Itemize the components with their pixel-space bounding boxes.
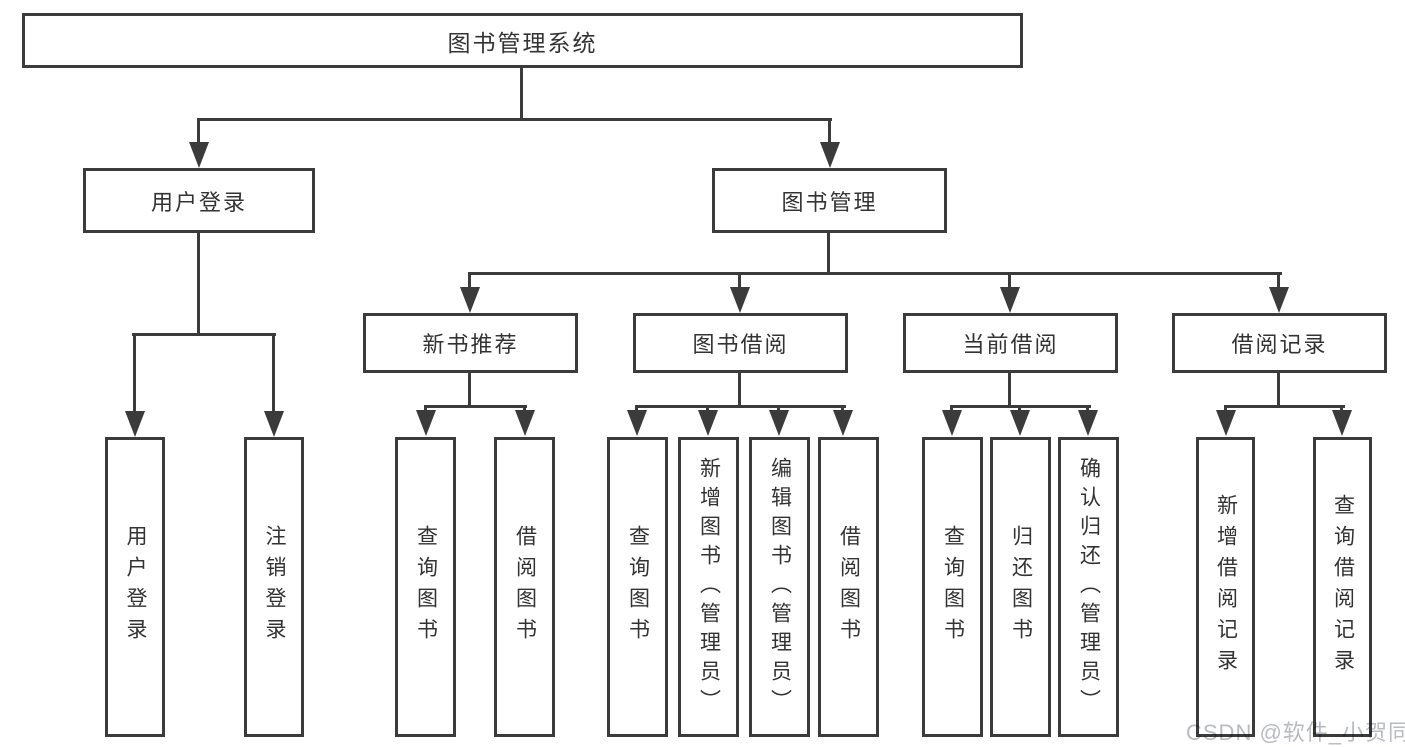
leaf-bb-borrow-book-label: 借阅图书 <box>837 525 861 649</box>
leaf-logout-label: 注销登录 <box>263 525 287 649</box>
leaf-user-login-label: 用户登录 <box>124 525 148 649</box>
leaf-bb-edit-book: 编辑图书（管理员） <box>749 437 810 737</box>
leaf-logout: 注销登录 <box>244 437 304 737</box>
connector-book-borrow-trunk <box>738 373 741 408</box>
leaf-bb-add-book: 新增图书（管理员） <box>678 437 739 737</box>
arrow-user-login <box>189 142 209 168</box>
leaf-user-login: 用户登录 <box>105 437 165 737</box>
arrow-br-query <box>1332 410 1352 436</box>
connector-drop-new-book-rec <box>468 274 471 289</box>
csdn-watermark: CSDN @软件_小贺同学 <box>1186 720 1405 745</box>
arrow-current-borrow <box>1000 287 1020 313</box>
connector-current-borrow-bar <box>950 405 1091 408</box>
connector-current-borrow-trunk <box>1008 373 1011 408</box>
arrow-bb-add <box>698 410 718 436</box>
leaf-bb-add-book-label: 新增图书（管理员） <box>697 456 721 718</box>
connector-level2-bar <box>197 118 832 121</box>
connector-borrow-record-trunk <box>1277 373 1280 408</box>
arrow-new-book-rec <box>460 287 480 313</box>
leaf-cb-confirm-return: 确认归还（管理员） <box>1058 437 1119 737</box>
leaf-br-query-record: 查询借阅记录 <box>1313 437 1372 737</box>
arrow-br-add <box>1216 410 1236 436</box>
node-root: 图书管理系统 <box>22 13 1023 68</box>
node-current-borrow: 当前借阅 <box>903 313 1118 373</box>
node-book-mgmt: 图书管理 <box>712 168 947 233</box>
node-current-borrow-label: 当前借阅 <box>962 332 1059 357</box>
arrow-cb-confirm <box>1078 410 1098 436</box>
arrow-rec-borrow <box>515 410 535 436</box>
node-borrow-record: 借阅记录 <box>1172 313 1387 373</box>
arrow-login-leaf <box>125 411 145 437</box>
node-borrow-record-label: 借阅记录 <box>1231 332 1328 357</box>
connector-borrow-record-bar <box>1224 405 1345 408</box>
arrow-book-mgmt <box>820 142 840 168</box>
leaf-rec-borrow-book: 借阅图书 <box>494 437 555 737</box>
leaf-bb-borrow-book: 借阅图书 <box>818 437 879 737</box>
arrow-logout-leaf <box>264 411 284 437</box>
connector-drop-login-leaf <box>133 335 136 412</box>
connector-user-login-trunk <box>197 233 200 335</box>
connector-drop-user-login <box>197 120 200 144</box>
arrow-bb-borrow <box>833 410 853 436</box>
leaf-bb-query-book-label: 查询图书 <box>626 525 650 649</box>
leaf-bb-query-book: 查询图书 <box>607 437 668 737</box>
arrow-bb-query <box>627 410 647 436</box>
connector-user-login-bar <box>132 333 276 336</box>
arrow-borrow-record <box>1269 287 1289 313</box>
node-book-borrow-label: 图书借阅 <box>692 332 789 357</box>
node-root-label: 图书管理系统 <box>447 29 598 56</box>
connector-drop-book-borrow <box>738 274 741 289</box>
leaf-br-add-record-label: 新增借阅记录 <box>1214 494 1238 680</box>
connector-book-borrow-bar <box>635 405 846 408</box>
arrow-bb-edit <box>769 410 789 436</box>
leaf-br-query-record-label: 查询借阅记录 <box>1331 494 1355 680</box>
connector-drop-borrow-record <box>1277 274 1280 289</box>
node-user-login: 用户登录 <box>83 168 315 233</box>
leaf-cb-confirm-return-label: 确认归还（管理员） <box>1077 456 1101 718</box>
leaf-rec-borrow-book-label: 借阅图书 <box>513 525 537 649</box>
connector-drop-current-borrow <box>1008 274 1011 289</box>
arrow-book-borrow <box>730 287 750 313</box>
connector-book-mgmt-trunk <box>827 233 830 275</box>
connector-new-book-rec-trunk <box>468 373 471 408</box>
leaf-cb-query-book-label: 查询图书 <box>941 525 965 649</box>
leaf-br-add-record: 新增借阅记录 <box>1196 437 1255 737</box>
node-new-book-rec-label: 新书推荐 <box>422 332 519 357</box>
leaf-cb-return-book-label: 归还图书 <box>1009 525 1033 649</box>
leaf-rec-query-book-label: 查询图书 <box>414 525 438 649</box>
connector-drop-logout-leaf <box>272 335 275 412</box>
node-book-borrow: 图书借阅 <box>633 313 848 373</box>
node-new-book-rec: 新书推荐 <box>363 313 578 373</box>
arrow-rec-query <box>416 410 436 436</box>
leaf-cb-return-book: 归还图书 <box>990 437 1051 737</box>
leaf-bb-edit-book-label: 编辑图书（管理员） <box>768 456 792 718</box>
connector-drop-book-mgmt <box>828 120 831 144</box>
node-user-login-label: 用户登录 <box>150 189 247 215</box>
arrow-cb-query <box>942 410 962 436</box>
leaf-cb-query-book: 查询图书 <box>922 437 983 737</box>
connector-level3-bar <box>468 272 1282 275</box>
node-book-mgmt-label: 图书管理 <box>781 189 878 215</box>
connector-root-trunk <box>520 68 523 120</box>
leaf-rec-query-book: 查询图书 <box>395 437 456 737</box>
connector-new-book-rec-bar <box>424 405 527 408</box>
arrow-cb-return <box>1010 410 1030 436</box>
